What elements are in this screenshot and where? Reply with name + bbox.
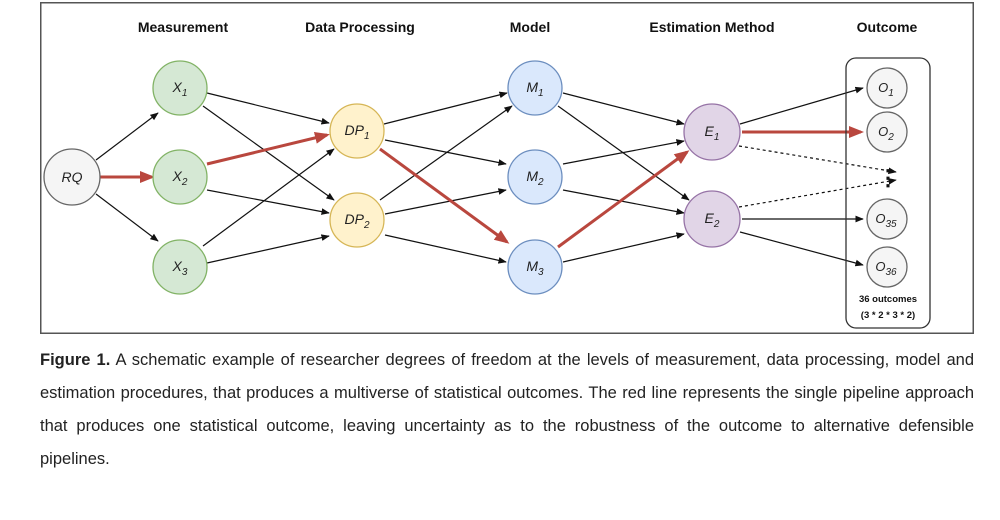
node-o35-subscript: 35: [886, 219, 898, 230]
red-edge-x2-dp1: [206, 131, 330, 166]
node-m3: M3: [507, 239, 563, 295]
edge-rq-x3: [95, 193, 159, 242]
node-m3-label: M: [526, 258, 538, 274]
edge-x1-dp1: [206, 92, 330, 125]
outcome-formula: (3 * 2 * 3 * 2): [861, 310, 915, 321]
node-x2-label: X: [172, 168, 183, 184]
svg-text:DP2: DP2: [344, 211, 369, 231]
edge-e2-ellipsis: [738, 177, 897, 208]
svg-text:M3: M3: [526, 258, 544, 278]
node-o1: O1: [866, 67, 908, 109]
edge-e1-ellipsis: [738, 145, 897, 175]
edge-m1-e1: [562, 92, 685, 126]
header-model: Model: [510, 19, 550, 35]
caption-label: Figure 1.: [40, 351, 111, 369]
red-edge-dp1-m3: [379, 147, 510, 244]
edge-x1-dp2: [202, 105, 335, 201]
node-dp1-subscript: 1: [364, 131, 370, 142]
node-x3: X3: [152, 239, 208, 295]
outcome-box: [845, 57, 931, 329]
edge-m3-e2: [562, 232, 685, 263]
edge-rq-x1: [95, 112, 159, 161]
node-dp2: DP2: [329, 192, 385, 248]
node-e2-label: E: [705, 210, 715, 226]
svg-text:O35: O35: [875, 211, 897, 230]
svg-text:E2: E2: [705, 210, 720, 230]
edge-m2-e2: [562, 189, 685, 215]
node-m3-subscript: 3: [538, 267, 544, 278]
node-rq-label: RQ: [62, 169, 83, 185]
node-m1-subscript: 1: [538, 88, 544, 99]
pipeline-diagram: Measurement Data Processing Model Estima…: [40, 2, 974, 334]
node-o36-label: O: [875, 259, 885, 274]
node-rq: RQ: [43, 148, 101, 206]
outcome-ellipsis: ⋮: [877, 165, 899, 190]
edge-m2-e1: [562, 139, 685, 165]
svg-text:X2: X2: [172, 168, 188, 188]
edge-dp2-m1: [379, 105, 513, 201]
header-estimation-method: Estimation Method: [649, 19, 774, 35]
node-dp1: DP1: [329, 103, 385, 159]
node-m2: M2: [507, 149, 563, 205]
node-o1-label: O: [878, 80, 888, 95]
node-dp2-label: DP: [344, 211, 364, 227]
edge-dp2-m2: [384, 188, 507, 215]
node-o1-subscript: 1: [888, 88, 894, 99]
node-e1-subscript: 1: [714, 132, 720, 143]
node-m1-label: M: [526, 79, 538, 95]
header-outcome: Outcome: [857, 19, 918, 35]
svg-text:M2: M2: [526, 168, 544, 188]
edge-dp1-m2: [384, 139, 507, 166]
outcome-count: 36 outcomes: [859, 294, 917, 305]
svg-text:DP1: DP1: [344, 122, 369, 142]
node-o36-subscript: 36: [886, 267, 898, 278]
node-dp2-subscript: 2: [363, 220, 370, 231]
node-e1-label: E: [705, 123, 715, 139]
figure-caption: Figure 1. A schematic example of researc…: [40, 344, 974, 476]
node-x1-label: X: [172, 79, 183, 95]
svg-text:X3: X3: [172, 258, 188, 278]
edges-grey: [95, 86, 897, 267]
node-o2-subscript: 2: [887, 132, 894, 143]
node-o2: O2: [866, 111, 908, 153]
node-o2-label: O: [878, 124, 888, 139]
node-x1-subscript: 1: [182, 88, 188, 99]
node-e2-subscript: 2: [713, 219, 720, 230]
node-x1: X1: [152, 60, 208, 116]
node-x2-subscript: 2: [181, 177, 188, 188]
edge-x3-dp2: [206, 234, 330, 264]
red-edge-m3-e1: [557, 150, 690, 249]
svg-text:O36: O36: [875, 259, 897, 278]
node-x3-subscript: 3: [182, 267, 188, 278]
edge-x3-dp1: [202, 148, 335, 247]
header-measurement: Measurement: [138, 19, 229, 35]
node-o36: O36: [866, 246, 908, 288]
svg-text:E1: E1: [705, 123, 720, 143]
svg-text:X1: X1: [172, 79, 188, 99]
svg-text:O1: O1: [878, 80, 894, 99]
svg-text:RQ: RQ: [62, 169, 83, 185]
edge-dp2-m3: [384, 234, 507, 264]
node-e2: E2: [683, 190, 741, 248]
svg-text:O2: O2: [878, 124, 894, 143]
edge-e1-o1: [739, 86, 864, 125]
node-o35: O35: [866, 198, 908, 240]
edge-x2-dp2: [206, 189, 330, 215]
node-m1: M1: [507, 60, 563, 116]
edge-e2-o36: [739, 231, 864, 267]
node-x3-label: X: [172, 258, 183, 274]
header-data-processing: Data Processing: [305, 19, 415, 35]
node-m2-subscript: 2: [537, 177, 544, 188]
edge-dp1-m1: [383, 91, 508, 125]
node-dp1-label: DP: [344, 122, 364, 138]
node-o35-label: O: [875, 211, 885, 226]
node-m2-label: M: [526, 168, 538, 184]
single-pipeline-highlight: [100, 126, 864, 249]
svg-text:M1: M1: [526, 79, 543, 99]
node-e1: E1: [683, 103, 741, 161]
node-x2: X2: [152, 149, 208, 205]
caption-text: A schematic example of researcher degree…: [40, 351, 974, 468]
